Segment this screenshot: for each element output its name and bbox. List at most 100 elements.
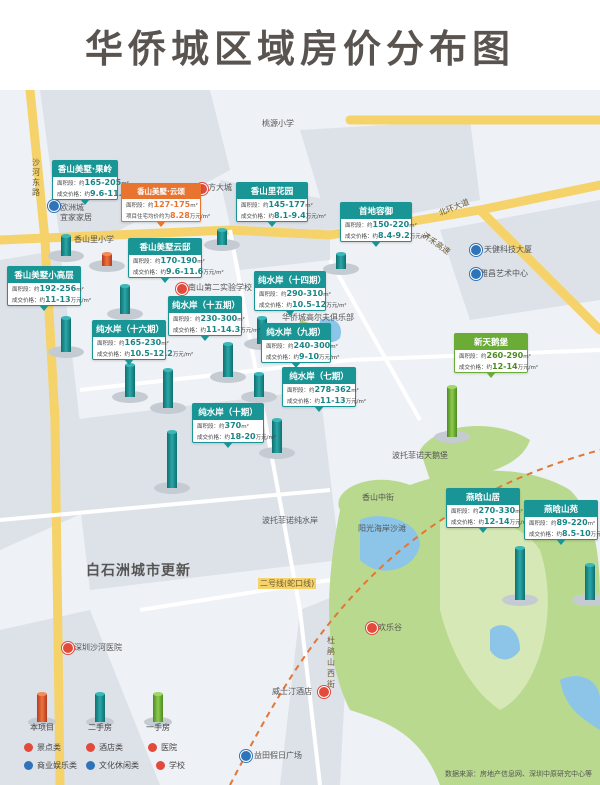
card-area: 面积段：约278-362m² [287, 385, 359, 394]
legend-scenic: 景点类 [24, 742, 61, 753]
card-price: 成交价格：约11-13万元/m² [287, 396, 367, 405]
card-title: 新天鹅堡 [455, 334, 527, 350]
place-tianjian: 天健科技大厦 [484, 245, 532, 254]
business-icon [240, 750, 252, 762]
card-area: 面积段：约270-330m² [451, 506, 523, 515]
card-area: 面积段：约127-175m² [126, 200, 198, 209]
card-title: 香山里花园 [237, 183, 307, 199]
scenic-icon [24, 743, 33, 752]
legend-hospital: 医院 [148, 742, 177, 753]
card-yanhan-yuan[interactable]: 燕晗山苑 面积段：约89-220m² 成交价格：约8.5-10万元/m² [524, 500, 600, 545]
page-title: 华侨城区域房价分布图 [84, 26, 515, 71]
card-area: 面积段：约230-300m² [173, 314, 245, 323]
card-cs10[interactable]: 纯水岸（十期） 面积段：约370m² 成交价格：约18-20万元/m² [192, 403, 277, 448]
road-label-line2: 二号线(蛇口线) [258, 578, 317, 589]
card-area: 面积段：约370m² [197, 421, 249, 430]
place-shahe-hospital: 深圳沙河医院 [74, 643, 122, 652]
place-ouzhou: 欧洲城 [60, 203, 84, 212]
card-title: 燕晗山居 [447, 489, 519, 505]
bar-cs15 [210, 342, 246, 383]
card-price: 成交价格：约12-14万元/m² [451, 517, 531, 526]
place-huanle: 欢乐谷 [378, 623, 402, 632]
card-price: 项目住宅均价约为8.28万元/m² [126, 211, 211, 220]
card-yunsong-project[interactable]: 香山美墅·云颂 面积段：约127-175m² 项目住宅均价约为8.28万元/m² [121, 183, 211, 227]
card-xiaogaoceng[interactable]: 香山美墅小高层 面积段：约192-256m² 成交价格：约11-13万元/m² [7, 266, 92, 311]
card-title: 纯水岸（十期） [193, 404, 263, 420]
legend-second: 二手房 [88, 723, 112, 732]
card-title: 燕晗山苑 [525, 501, 597, 517]
card-title: 香山美墅·云颂 [122, 184, 200, 199]
place-bolt-tianeh: 波托菲诺天鹅堡 [392, 451, 448, 460]
bar-group [48, 228, 600, 606]
legend-hotel: 酒店类 [86, 742, 123, 753]
place-nanshan2: 南山第二实验学校 [188, 283, 252, 292]
place-xiangshan-st: 香山中街 [362, 493, 394, 502]
card-title: 纯水岸（十四期） [255, 272, 326, 288]
hotel-icon [318, 686, 330, 698]
card-area: 面积段：约150-220m² [345, 220, 417, 229]
place-xiangshanli-school: 香山里小学 [74, 235, 114, 244]
card-title: 香山美墅·果岭 [53, 161, 117, 177]
business-icon [48, 200, 60, 212]
legend-business: 商业娱乐类 [24, 760, 77, 771]
legend-project: 本项目 [30, 723, 54, 732]
bar-guoling [48, 234, 84, 262]
bar-yunsong [89, 252, 125, 272]
place-yitian: 益田假日广场 [254, 751, 302, 760]
hospital-icon [148, 743, 157, 752]
card-guoling[interactable]: 香山美墅·果岭 面积段：约165-205m² 成交价格：约9.6-11.6万元/… [52, 160, 148, 205]
bar-xiangshanli [204, 228, 240, 251]
card-cs16[interactable]: 纯水岸（十六期） 面积段：约165-230m² 成交价格：约10.5-12.2万… [92, 320, 193, 365]
card-yanhan-ju[interactable]: 燕晗山居 面积段：约270-330m² 成交价格：约12-14万元/m² [446, 488, 531, 533]
bar-tianeh [434, 385, 470, 443]
metro-line-2 [229, 449, 600, 785]
card-title: 香山美墅小高层 [8, 267, 80, 283]
place-weishiting: 威士汀酒店 [272, 687, 312, 696]
map-area: 沙河东路 北环大道 济禾高速 二号线(蛇口线) 杜鹃山西街 桃源小学 欧洲城 宜… [0, 90, 600, 785]
card-title: 纯水岸（十六期） [93, 321, 165, 337]
card-area: 面积段：约89-220m² [529, 518, 596, 527]
card-cs15[interactable]: 纯水岸（十五期） 面积段：约230-300m² 成交价格：约11-14.3万元/… [168, 296, 261, 341]
card-price: 成交价格：约11-13万元/m² [12, 295, 92, 304]
card-area: 面积段：约290-310m² [259, 289, 331, 298]
card-price: 成交价格：约9-10万元/m² [266, 352, 340, 361]
main-roads [0, 90, 600, 785]
bar-shoudi [323, 252, 359, 275]
card-title: 纯水岸（九期） [262, 324, 330, 340]
bar-yanhan-yuan [572, 563, 600, 606]
place-golf: 华侨城高尔夫俱乐部 [282, 313, 354, 322]
legend-bars [28, 692, 172, 727]
legend-school: 学校 [156, 760, 185, 771]
card-price: 成交价格：约18-20万元/m² [197, 432, 277, 441]
card-cs9[interactable]: 纯水岸（九期） 面积段：约240-300m² 成交价格：约9-10万元/m² [261, 323, 340, 368]
card-title: 纯水岸（十五期） [169, 297, 241, 313]
card-shoudi[interactable]: 首地容御 面积段：约150-220m² 成交价格：约8.4-9.2万元/m² [340, 202, 430, 247]
bar-cs7 [259, 418, 295, 459]
legend-culture: 文化休闲类 [86, 760, 139, 771]
bar-cs10 [154, 430, 190, 494]
card-tianeh[interactable]: 新天鹅堡 面积段：约260-290m² 成交价格：约12-14万元/m² [454, 333, 539, 378]
price-bars [48, 228, 600, 606]
bar-yanhan-ju [502, 546, 538, 606]
school-icon [176, 283, 188, 295]
data-source: 数据来源：房地产信息网、深圳中原研究中心等 [445, 770, 592, 778]
place-yachang: 雅昌艺术中心 [480, 269, 528, 278]
place-fangdacheng: 方大城 [208, 183, 232, 192]
card-price: 成交价格：约8.5-10万元/m² [529, 529, 600, 538]
place-yiye: 宜家家居 [60, 213, 92, 222]
card-yundi[interactable]: 香山美墅云邸 面积段：约170-190m² 成交价格：约9.6-11.6万元/m… [128, 238, 224, 283]
road-label-dusha: 杜鹃山西街 [327, 636, 335, 689]
bar-cs-mid [150, 368, 186, 414]
legend: 本项目 二手房 一手房 景点类 酒店类 医院 商业娱乐类 文化休闲类 学校 [0, 90, 600, 785]
bar-yundi [107, 284, 143, 320]
card-xiangshanli[interactable]: 香山里花园 面积段：约145-177m² 成交价格：约8.1-9.4万元/m² [236, 182, 326, 227]
card-price: 成交价格：约12-14万元/m² [459, 362, 539, 371]
card-cs7[interactable]: 纯水岸（七期） 面积段：约278-362m² 成交价格：约11-13万元/m² [282, 367, 367, 412]
place-baishizhou: 白石洲城市更新 [86, 563, 191, 579]
culture-icon [86, 761, 95, 770]
card-title: 纯水岸（七期） [283, 368, 355, 384]
card-cs14[interactable]: 纯水岸（十四期） 面积段：约290-310m² 成交价格：约10.5-12万元/… [254, 271, 347, 316]
place-bolt-chunshui: 波托菲诺纯水岸 [262, 516, 318, 525]
place-yangguang: 阳光海岸沙滩 [358, 524, 406, 533]
